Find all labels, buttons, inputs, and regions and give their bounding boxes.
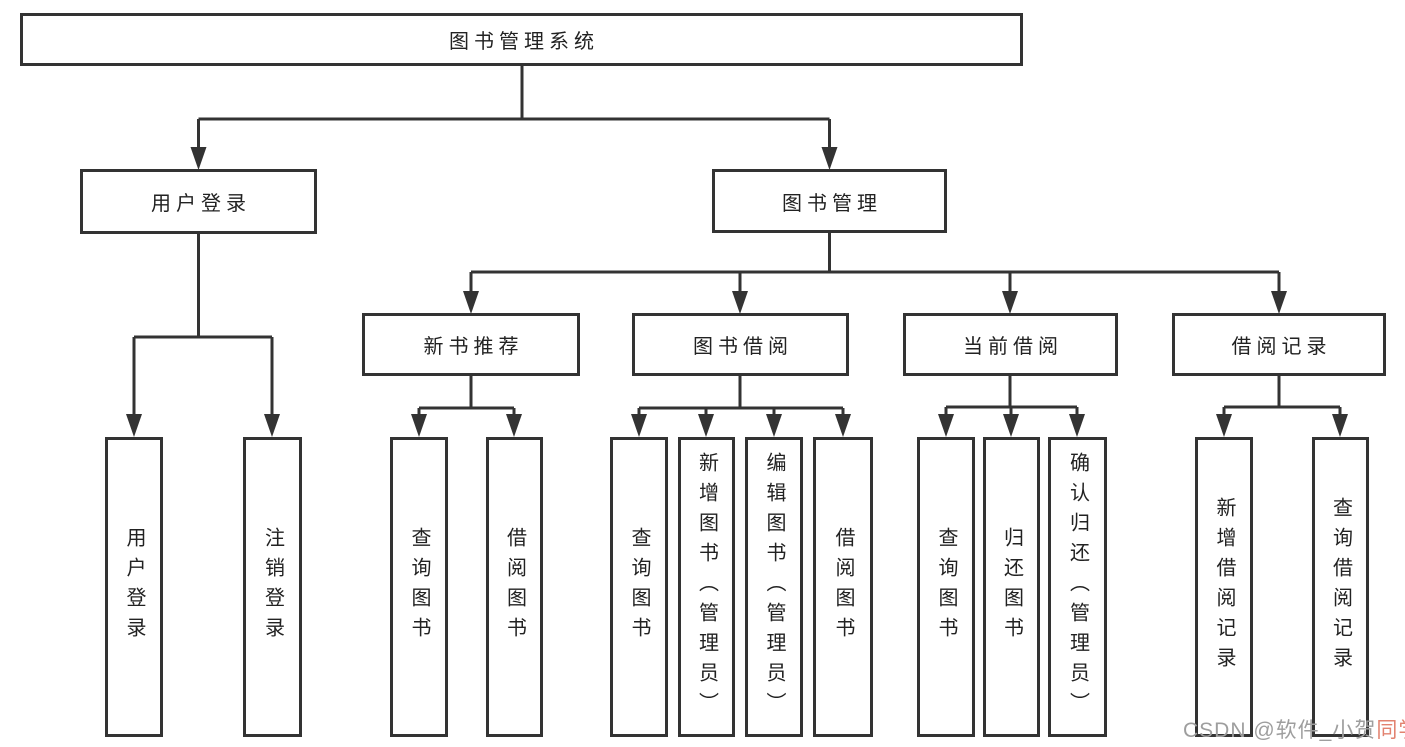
connector-current-borrow — [944, 376, 1079, 417]
arrow-down-icon — [1003, 414, 1019, 437]
node-borrow-records: 借阅记录 — [1172, 313, 1386, 376]
arrow-down-icon — [1002, 291, 1018, 314]
arrow-down-icon — [1271, 291, 1287, 314]
leaf-label: 查询图书 — [935, 527, 957, 647]
watermark-text: CSDN @软件_小贺 — [1183, 719, 1377, 742]
arrow-down-icon — [732, 291, 748, 314]
leaf-label: 编辑图书（管理员） — [763, 452, 785, 722]
leaf-label: 注销登录 — [261, 527, 284, 647]
leaf-label: 借阅图书 — [503, 527, 526, 647]
leaf-label: 查询图书 — [408, 527, 430, 647]
leaf-label: 归还图书 — [1000, 527, 1023, 647]
node-current-borrow: 当前借阅 — [903, 313, 1118, 376]
leaf-query-books-current: 查询图书 — [917, 437, 975, 737]
connector-root — [197, 66, 831, 150]
node-library-system: 图书管理系统 — [20, 13, 1023, 66]
leaf-label: 用户登录 — [123, 527, 145, 647]
leaf-query-borrow-record: 查询借阅记录 — [1312, 437, 1369, 737]
connector-user-login — [132, 234, 274, 417]
node-book-management: 图书管理 — [712, 169, 947, 233]
arrow-down-icon — [631, 414, 647, 437]
leaf-query-books-recommend: 查询图书 — [390, 437, 448, 737]
node-user-login: 用户登录 — [80, 169, 317, 234]
arrow-down-icon — [821, 147, 838, 170]
arrow-down-icon — [698, 414, 714, 437]
arrow-down-icon — [411, 414, 427, 437]
leaf-label: 查询借阅记录 — [1329, 497, 1352, 677]
leaf-edit-books-admin: 编辑图书（管理员） — [745, 437, 803, 737]
arrow-down-icon — [463, 291, 479, 314]
connector-book-mgmt — [469, 233, 1281, 293]
watermark-text-accent: 同学 — [1376, 719, 1405, 742]
connector-borrow-records — [1222, 376, 1342, 417]
node-new-book-recommend: 新书推荐 — [362, 313, 580, 376]
arrow-down-icon — [264, 414, 280, 437]
arrow-down-icon — [766, 414, 782, 437]
csdn-watermark: CSDN @软件_小贺同学 — [1183, 714, 1405, 744]
leaf-borrow-books: 借阅图书 — [813, 437, 873, 737]
leaf-label: 新增借阅记录 — [1213, 497, 1235, 677]
leaf-label: 确认归还（管理员） — [1066, 452, 1089, 722]
arrow-down-icon — [1216, 414, 1232, 437]
leaf-confirm-return-admin: 确认归还（管理员） — [1048, 437, 1107, 737]
leaf-return-books: 归还图书 — [983, 437, 1040, 737]
leaf-borrow-books-recommend: 借阅图书 — [486, 437, 543, 737]
leaf-logout: 注销登录 — [243, 437, 302, 737]
arrow-down-icon — [190, 147, 207, 170]
leaf-add-borrow-record: 新增借阅记录 — [1195, 437, 1253, 737]
arrow-down-icon — [835, 414, 851, 437]
leaf-user-login: 用户登录 — [105, 437, 163, 737]
leaf-query-books-borrow: 查询图书 — [610, 437, 668, 737]
arrow-down-icon — [506, 414, 522, 437]
arrow-down-icon — [126, 414, 142, 437]
leaf-add-books-admin: 新增图书（管理员） — [678, 437, 735, 737]
arrow-down-icon — [1069, 414, 1085, 437]
connector-new-book — [417, 376, 516, 417]
leaf-label: 借阅图书 — [832, 527, 854, 647]
arrow-down-icon — [1332, 414, 1348, 437]
leaf-label: 新增图书（管理员） — [695, 452, 718, 722]
connector-book-borrow — [637, 376, 845, 417]
leaf-label: 查询图书 — [628, 527, 650, 647]
node-book-borrow: 图书借阅 — [632, 313, 849, 376]
arrow-down-icon — [938, 414, 954, 437]
